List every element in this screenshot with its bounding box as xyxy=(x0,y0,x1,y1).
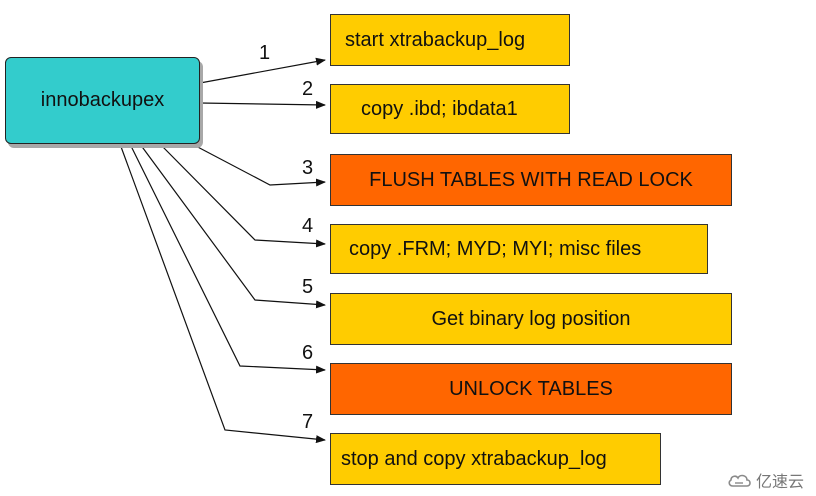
arrow-7 xyxy=(119,143,326,444)
step-2-label: copy .ibd; ibdata1 xyxy=(361,97,518,120)
step-1-number: 1 xyxy=(259,42,271,64)
watermark-text: 亿速云 xyxy=(755,474,804,491)
step-4-number: 4 xyxy=(302,215,314,237)
step-2-number: 2 xyxy=(302,78,314,100)
arrow-3 xyxy=(191,143,326,187)
step-7-box: stop and copy xtrabackup_log xyxy=(330,433,661,485)
step-7-label: stop and copy xtrabackup_log xyxy=(341,447,607,470)
step-5-number: 5 xyxy=(302,276,314,298)
arrow-6 xyxy=(129,143,326,374)
step-5-label: Get binary log position xyxy=(431,307,631,330)
step-4-label: copy .FRM; MYD; MYI; misc files xyxy=(349,237,642,260)
step-5-box: Get binary log position xyxy=(330,293,732,345)
step-3-label: FLUSH TABLES WITH READ LOCK xyxy=(369,168,693,191)
innobackupex-node: innobackupex xyxy=(5,57,200,144)
arrow-4 xyxy=(159,143,326,248)
step-2-box: copy .ibd; ibdata1 xyxy=(330,84,570,134)
arrow-2 xyxy=(199,100,326,109)
step-4-box: copy .FRM; MYD; MYI; misc files xyxy=(330,224,708,274)
watermark: 亿速云 xyxy=(726,468,804,492)
step-1-label: start xtrabackup_log xyxy=(345,28,526,51)
step-6-box: UNLOCK TABLES xyxy=(330,363,732,415)
arrow-5 xyxy=(139,143,326,309)
step-6-label: UNLOCK TABLES xyxy=(449,377,613,400)
cloud-logo-icon xyxy=(728,474,751,487)
step-6-number: 6 xyxy=(302,342,314,364)
step-3-box: FLUSH TABLES WITH READ LOCK xyxy=(330,154,732,206)
step-1-box: start xtrabackup_log xyxy=(330,14,570,66)
arrow-1 xyxy=(199,57,326,84)
innobackupex-label: innobackupex xyxy=(40,89,165,111)
step-3-number: 3 xyxy=(302,157,314,179)
step-7-number: 7 xyxy=(302,411,314,433)
